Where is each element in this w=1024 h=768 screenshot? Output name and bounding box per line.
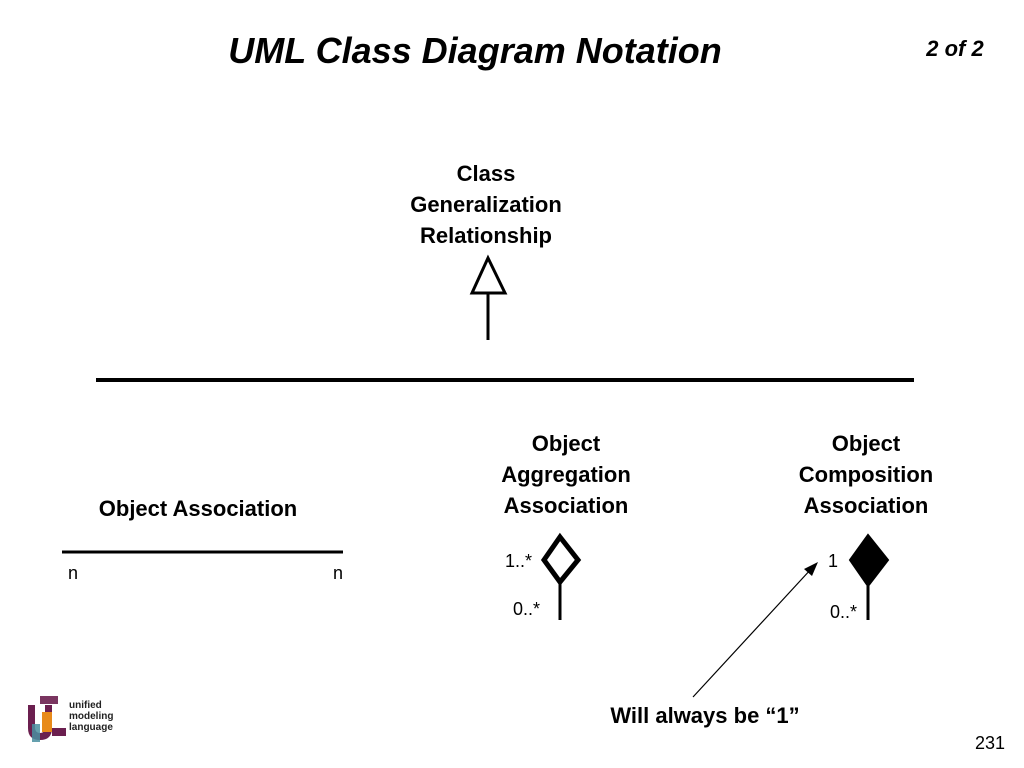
aggregation-part-multiplicity: 0..*: [513, 599, 541, 619]
generalization-label-line: Class: [456, 161, 516, 186]
slide-title: UML Class Diagram Notation: [228, 30, 722, 71]
callout-text: Will always be “1”: [610, 703, 800, 728]
generalization-label-line: Generalization: [410, 192, 562, 217]
page-number: 231: [975, 733, 1006, 753]
aggregation-whole-multiplicity: 1..*: [505, 551, 533, 571]
association-label: Object Association: [98, 496, 298, 521]
generalization-label-line: Relationship: [419, 223, 552, 248]
uml-logo-text-line: language: [69, 722, 113, 733]
aggregation-label-line: Aggregation: [501, 462, 631, 487]
aggregation-label-line: Association: [503, 493, 629, 518]
association-left-multiplicity: n: [68, 563, 79, 583]
callout-arrowhead: [804, 562, 818, 576]
composition-label-line: Object: [831, 431, 901, 456]
aggregation-label-line: Object: [531, 431, 601, 456]
callout-arrow-line: [692, 567, 813, 698]
aggregation-label: Object Aggregation Association: [466, 428, 666, 521]
composition-label-line: Association: [803, 493, 929, 518]
composition-whole-multiplicity: 1: [828, 551, 839, 571]
page-indicator: 2 of 2: [926, 36, 984, 61]
composition-label: Object Composition Association: [766, 428, 966, 521]
uml-logo-text: unified modeling language: [69, 700, 113, 733]
uml-logo-text-line: modeling: [69, 711, 114, 722]
aggregation-diamond: [540, 532, 582, 587]
composition-diamond: [848, 533, 890, 588]
association-right-multiplicity: n: [333, 563, 344, 583]
uml-logo-text-line: unified: [69, 700, 102, 711]
uml-logo-mark: [28, 696, 66, 742]
composition-part-multiplicity: 0..*: [830, 602, 858, 622]
composition-label-line: Composition: [798, 462, 934, 487]
generalization-label: Class Generalization Relationship: [386, 158, 586, 251]
generalization-triangle: [469, 254, 508, 295]
